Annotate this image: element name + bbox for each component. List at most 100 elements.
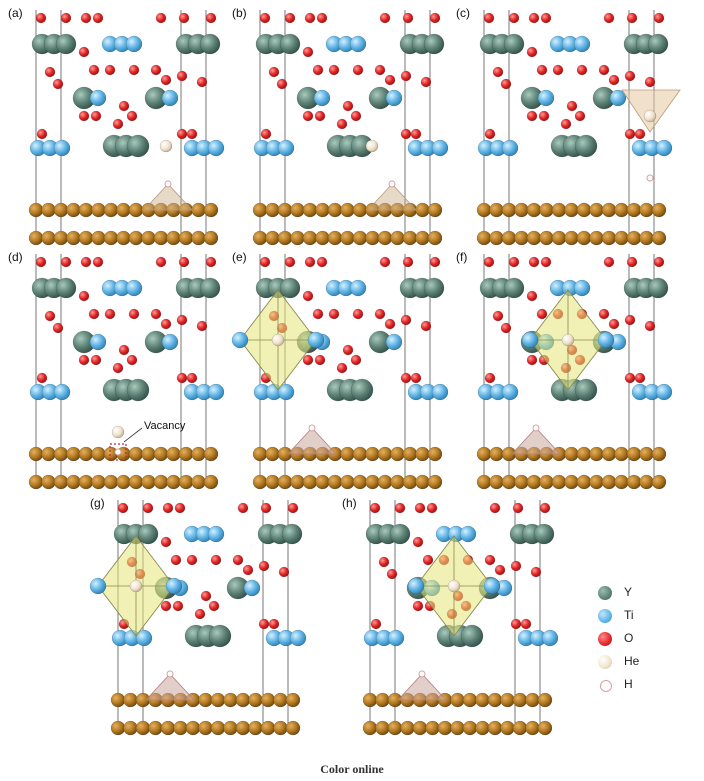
fe-atom [450,692,465,708]
fe-atom [400,720,415,736]
fe-atom [78,446,94,462]
o-atom [483,256,495,268]
o-atom [52,78,64,90]
fe-atom [450,720,465,736]
y-atom [55,33,77,55]
fe-atom [148,720,163,736]
panel-label-a: (a) [8,6,23,20]
o-atom [483,12,495,24]
fe-atom [539,230,554,246]
y-atom [279,33,301,55]
o-atom [512,502,524,514]
fe-atom [315,474,330,490]
o-atom [526,110,538,122]
o-atom [242,564,254,576]
polyhedron [511,427,561,455]
o-atom-swatch [598,632,612,646]
o-atom [302,110,314,122]
fe-atom [110,720,126,736]
fe-atom [551,202,567,218]
fe-atom [415,202,430,218]
o-atom [422,554,434,566]
o-atom [259,256,271,268]
fe-atom [514,230,529,246]
fe-atom [639,202,654,218]
y-atom [423,33,445,55]
fe-atom [489,230,504,246]
vacancy-marker [109,443,127,461]
fe-atom [66,474,81,490]
fe-atom [626,230,642,246]
o-atom [52,322,64,334]
he-atom [643,109,657,123]
he-atom [129,579,143,593]
fe-atom [340,230,355,246]
he-atom [365,139,379,153]
o-atom [379,12,391,24]
fe-atom [252,446,268,462]
o-atom [412,536,424,548]
fe-atom [501,474,517,490]
ti-atom [53,139,71,157]
o-atom [624,128,636,140]
o-atom [536,308,548,320]
o-atom [302,290,314,302]
y-atom [55,277,77,299]
o-atom [150,308,162,320]
ti-atom [387,629,405,647]
fe-atom [78,202,94,218]
legend-item-y: Y [598,584,688,607]
legend-item-h: H [598,676,688,699]
h-atom [646,174,654,182]
ti-atom [385,333,403,351]
fe-atom [427,202,443,218]
o-atom [484,372,496,384]
fe-atom [402,230,418,246]
fe-atom [365,474,380,490]
o-atom [510,618,522,630]
fe-atom [235,692,251,708]
fe-atom [248,720,263,736]
fe-atom [66,202,81,218]
o-atom [400,314,412,326]
fe-atom [352,202,368,218]
o-atom [626,12,638,24]
he-atom [271,333,285,347]
o-atom [538,110,550,122]
fe-atom [173,720,188,736]
fe-atom [128,446,144,462]
fe-atom [66,230,81,246]
fe-atom [362,720,378,736]
fe-atom [614,474,629,490]
y-atom-swatch [598,586,612,600]
o-atom [598,64,610,76]
fe-atom [501,202,517,218]
o-atom [176,70,188,82]
ti-atom [521,331,539,349]
o-atom [92,12,104,24]
fe-atom [525,720,540,736]
legend-label-ti: Ti [624,608,634,622]
o-atom [304,12,316,24]
he-atom [159,139,173,153]
fe-atom [475,720,490,736]
panel-label-d: (d) [8,250,23,264]
polyhedron [397,673,447,701]
fe-atom [290,230,305,246]
o-atom [210,554,222,566]
fe-atom [141,474,156,490]
fe-atom [302,474,318,490]
y-atom [647,277,669,299]
he-atom [561,333,575,347]
fe-atom [166,474,181,490]
fe-atom [273,720,288,736]
fe-atom [402,446,418,462]
o-atom [90,110,102,122]
he-atom-swatch [598,655,612,669]
fe-atom [489,474,504,490]
o-atom [530,566,542,578]
legend-label-o: O [624,631,634,645]
fe-atom [512,692,528,708]
o-atom [80,256,92,268]
o-atom [539,502,551,514]
